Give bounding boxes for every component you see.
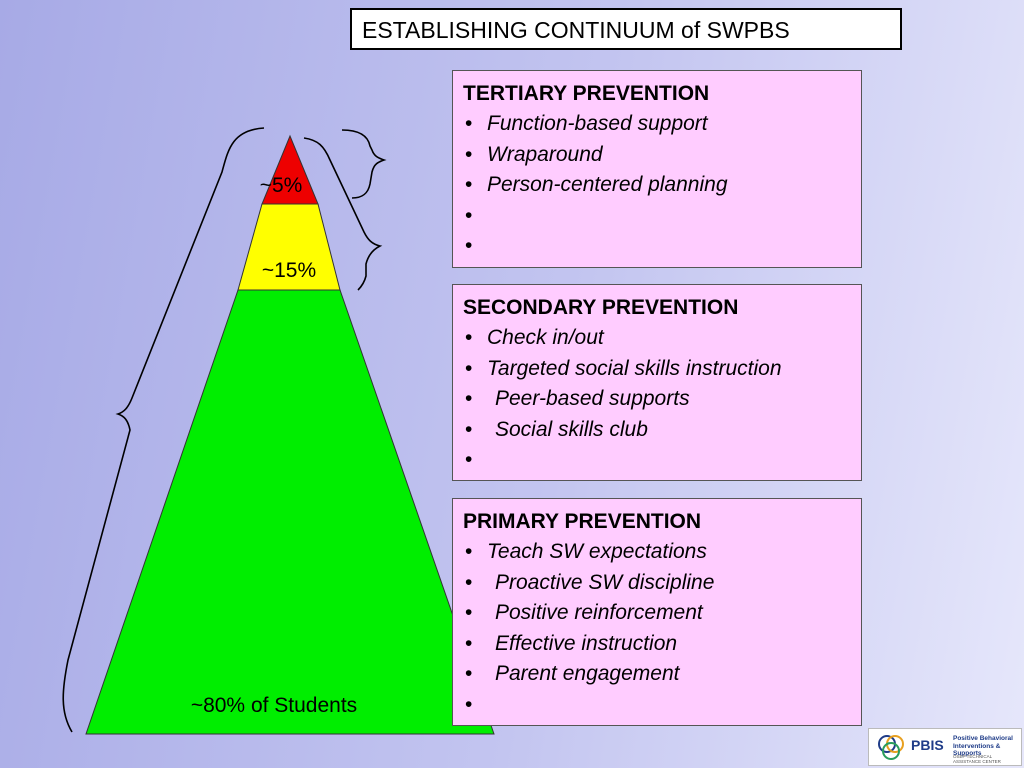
bullet-list: Check in/out Targeted social skills inst…: [463, 323, 851, 476]
panel-heading: PRIMARY PREVENTION: [463, 510, 702, 533]
logo-wordmark: PBIS: [911, 737, 944, 753]
tier-label-15: ~15%: [262, 259, 316, 282]
bullet-list: Function-based support Wraparound Person…: [463, 109, 851, 262]
secondary-prevention-panel: SECONDARY PREVENTION Check in/out Target…: [452, 284, 862, 481]
list-item: Person-centered planning: [463, 170, 851, 201]
list-item: [463, 231, 851, 262]
logo-tagline: Positive Behavioral Interventions & Supp…: [953, 735, 1013, 757]
list-item: Wraparound: [463, 140, 851, 171]
list-item: Parent engagement: [463, 659, 851, 690]
bullet-list: Teach SW expectations Proactive SW disci…: [463, 537, 851, 721]
panel-heading: TERTIARY PREVENTION: [463, 82, 710, 105]
logo-subline: OSEP TECHNICAL ASSISTANCE CENTER: [953, 754, 1001, 764]
list-item: Check in/out: [463, 323, 851, 354]
upper-brace: [303, 137, 383, 291]
list-item: Targeted social skills instruction: [463, 354, 851, 385]
tier-label-5: ~5%: [260, 174, 303, 197]
pyramid-tier-green: [85, 289, 495, 735]
list-item: [463, 445, 851, 476]
list-item: Effective instruction: [463, 629, 851, 660]
tier-label-80: ~80% of Students: [191, 694, 357, 717]
primary-prevention-panel: PRIMARY PREVENTION Teach SW expectations…: [452, 498, 862, 726]
slide-title: ESTABLISHING CONTINUUM of SWPBS: [350, 8, 902, 50]
tertiary-prevention-panel: TERTIARY PREVENTION Function-based suppo…: [452, 70, 862, 268]
tip-brace: [341, 129, 387, 199]
pbis-rings-icon: [878, 735, 904, 760]
panel-heading: SECONDARY PREVENTION: [463, 296, 739, 319]
pbis-logo: PBIS Positive Behavioral Interventions &…: [868, 728, 1022, 766]
list-item: Proactive SW discipline: [463, 568, 851, 599]
list-item: Positive reinforcement: [463, 598, 851, 629]
list-item: [463, 690, 851, 721]
list-item: Teach SW expectations: [463, 537, 851, 568]
left-brace: [62, 127, 265, 733]
list-item: Social skills club: [463, 415, 851, 446]
list-item: Peer-based supports: [463, 384, 851, 415]
list-item: [463, 201, 851, 232]
list-item: Function-based support: [463, 109, 851, 140]
pyramid-tier-red: [261, 134, 319, 205]
